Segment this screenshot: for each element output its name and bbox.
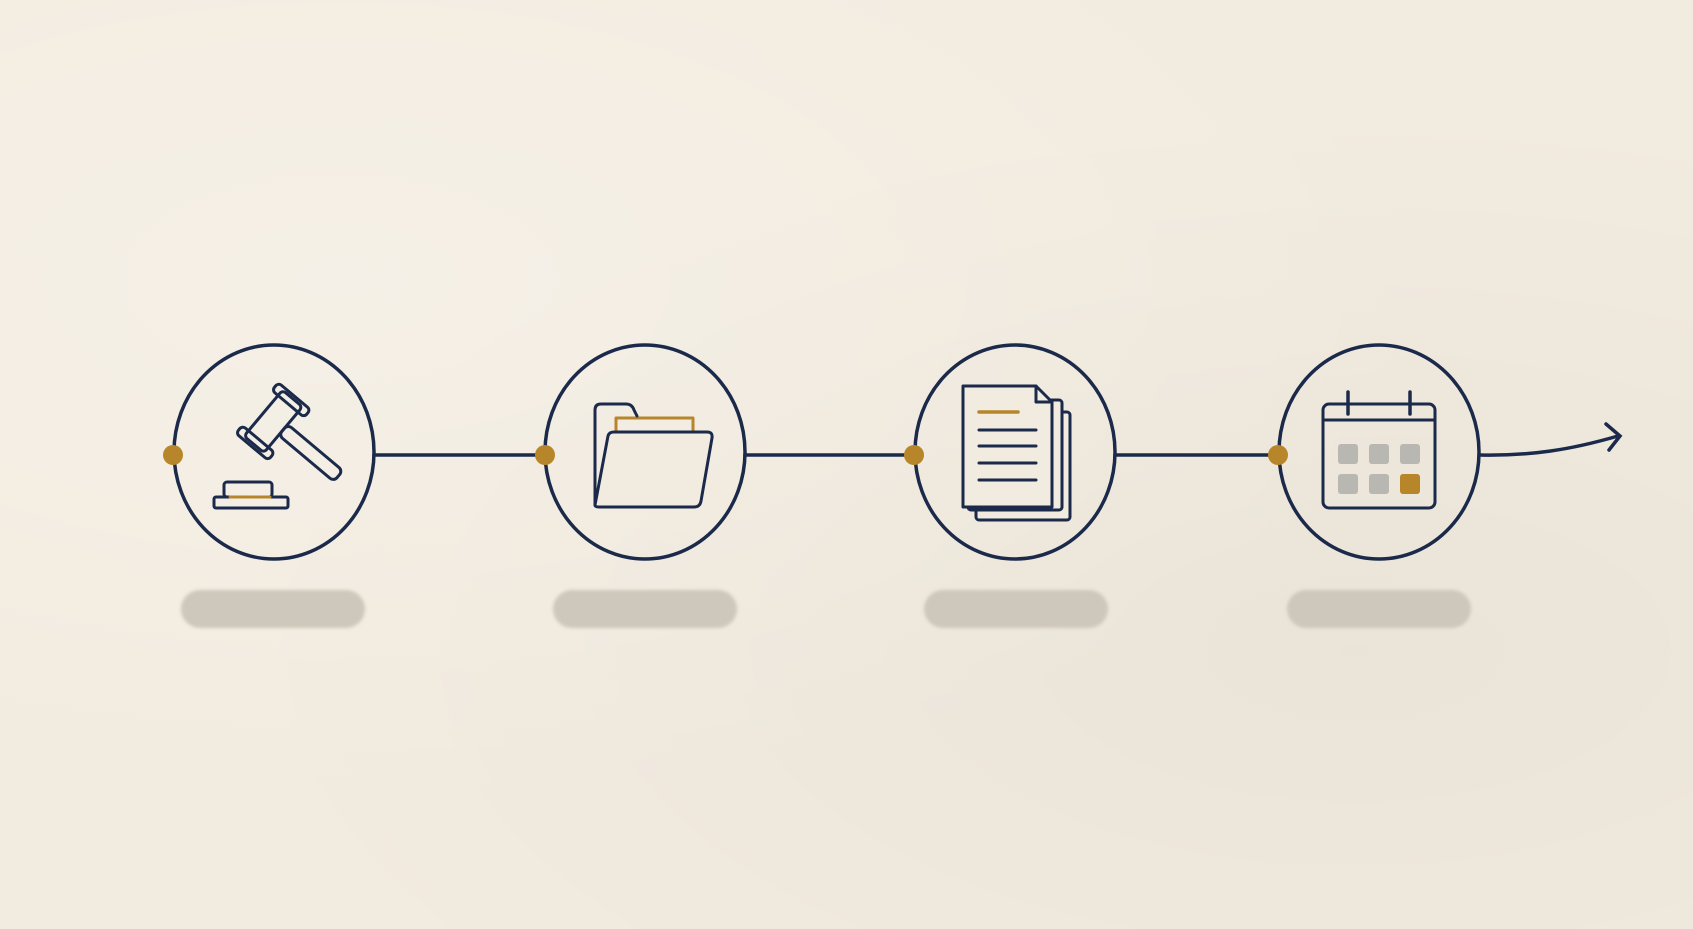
arrow-right-icon — [1604, 422, 1623, 452]
end-curve — [1478, 434, 1620, 457]
step-label-placeholder — [181, 590, 365, 628]
step-node — [1268, 445, 1288, 465]
step-4 — [1268, 343, 1481, 561]
documents-icon — [961, 384, 1072, 522]
step-1 — [163, 343, 376, 561]
step-node — [535, 445, 555, 465]
timeline-line — [96, 422, 1623, 457]
step-3 — [904, 343, 1117, 561]
folder-icon — [593, 402, 714, 509]
calendar-icon — [1321, 390, 1437, 510]
step-label-placeholder — [553, 590, 737, 628]
step-label-placeholder — [924, 590, 1108, 628]
gavel-icon — [212, 382, 343, 510]
step-2 — [535, 343, 747, 561]
step-node — [163, 445, 183, 465]
step-node — [904, 445, 924, 465]
step-label-placeholder — [1287, 590, 1471, 628]
